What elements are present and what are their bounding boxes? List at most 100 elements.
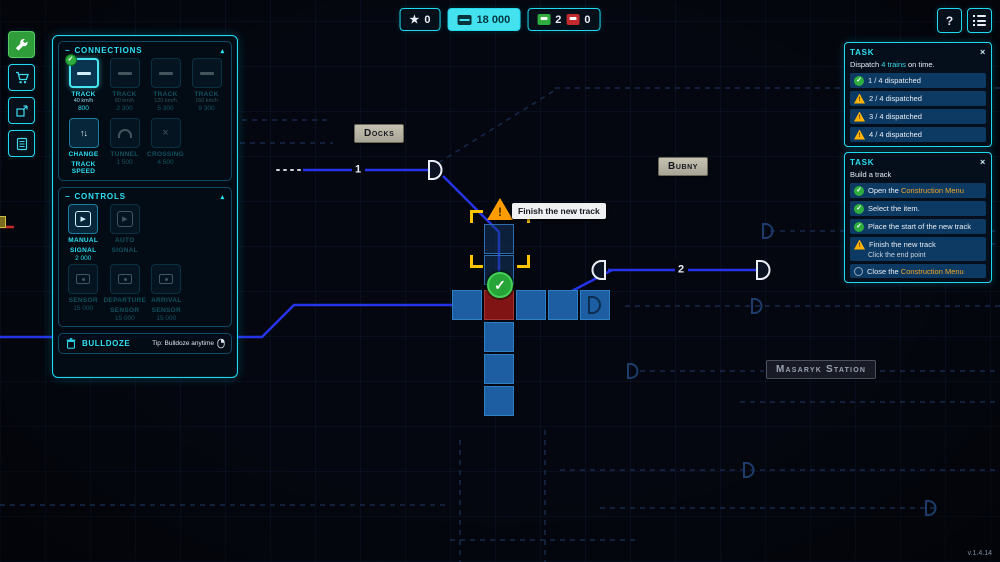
document-icon (16, 137, 27, 150)
stars-count: 0 (424, 13, 431, 26)
mouse-icon (217, 338, 225, 349)
menu-button[interactable] (967, 8, 992, 33)
track-cell[interactable] (484, 354, 514, 384)
track-icon (199, 71, 214, 75)
track-cell-ghost[interactable] (484, 224, 514, 254)
task-panel-build: TASK × Build a track ✓ Open the Construc… (844, 152, 992, 283)
item-departure-sensor[interactable]: Departure Sensor 15 000 (103, 264, 146, 324)
timetable-button[interactable] (8, 130, 35, 157)
sensor-icon (159, 274, 174, 284)
transform-button[interactable] (8, 97, 35, 124)
item-tunnel[interactable]: Tunnel 1 500 (104, 118, 145, 178)
edge-train-tag (0, 216, 6, 228)
bracket-corner (470, 255, 483, 268)
bracket-corner (517, 255, 530, 268)
cart-icon (15, 71, 29, 83)
warning-icon: ! (854, 111, 865, 122)
exit-marker-icon (588, 296, 601, 314)
item-manual-signal[interactable]: ▶ Manual Signal 2 000 (63, 204, 103, 264)
tunnel-icon (117, 128, 132, 138)
track-cell[interactable] (484, 322, 514, 352)
ontime-trains-count: 2 (555, 13, 562, 26)
track-cell[interactable] (548, 290, 578, 320)
track-cell-exit[interactable] (580, 290, 610, 320)
chevron-up-icon: ▴ (220, 193, 225, 201)
train-number-1: 1 (355, 164, 361, 176)
item-sensor[interactable]: Sensor 15 000 (63, 264, 103, 324)
item-arrival-sensor[interactable]: Arrival Sensor 15 000 (146, 264, 186, 324)
signal-icon: ▶ (75, 211, 92, 227)
pending-icon (854, 266, 863, 276)
bracket-corner (470, 210, 483, 223)
connections-title: Connections (74, 46, 143, 55)
stars-badge: ★ 0 (399, 8, 441, 31)
construction-menu-button[interactable] (8, 31, 35, 58)
menu-icon (973, 15, 986, 26)
station-exit-line2-left[interactable] (591, 260, 606, 280)
version-label: v.1.4.14 (967, 550, 992, 557)
close-icon[interactable]: × (979, 47, 986, 57)
train-number-2: 2 (678, 264, 684, 276)
track-icon (158, 71, 173, 75)
task-item: ✓ 1 / 4 dispatched (850, 73, 986, 88)
empty-slot (187, 204, 227, 264)
selected-check-icon: ✓ (64, 54, 77, 66)
controls-section: − Controls ▴ ▶ Manual Signal 2 000 ▶ Aut… (58, 187, 232, 327)
item-track-40[interactable]: ✓ Track 40 km/h 800 (63, 54, 104, 118)
task-item: ✓ Open the Construction Menu (850, 183, 986, 198)
task-panel-dispatch: TASK × Dispatch 4 trains on time. ✓ 1 / … (844, 42, 992, 147)
help-label: ? (945, 13, 954, 28)
track-cell[interactable] (516, 290, 546, 320)
close-icon[interactable]: × (979, 157, 986, 167)
item-auto-signal[interactable]: ▶ Auto Signal (103, 204, 146, 264)
check-icon: ✓ (854, 221, 864, 232)
item-track-120[interactable]: Track 120 km/h 5 300 (145, 58, 186, 118)
controls-header[interactable]: − Controls ▴ (63, 191, 227, 204)
collapse-icon: − (65, 192, 71, 201)
track-icon (76, 71, 91, 75)
bulldoze-label: Bulldoze (82, 339, 131, 348)
resize-icon (15, 104, 28, 117)
updown-arrows-icon: ↑↓ (80, 128, 88, 138)
wrench-icon (15, 38, 28, 51)
task-description: Dispatch 4 trains on time. (850, 60, 935, 69)
item-crossing[interactable]: × Crossing 4 500 (145, 118, 186, 178)
track-icon (117, 71, 132, 75)
track-cell[interactable] (484, 386, 514, 416)
bulldoze-bar[interactable]: Bulldoze Tip: Bulldoze anytime (58, 333, 232, 354)
track-cell[interactable] (452, 290, 482, 320)
train-label-halo (352, 161, 365, 175)
ontime-trains-icon (537, 14, 551, 25)
money-amount: 18 000 (476, 13, 511, 26)
chevron-up-icon: ▴ (220, 47, 225, 55)
station-exit-line2-right[interactable] (756, 260, 771, 280)
station-label-bubny: Bubny (658, 157, 709, 176)
help-button[interactable]: ? (937, 8, 962, 33)
trains-badge: 2 0 (527, 8, 601, 31)
empty-slot (187, 264, 227, 324)
item-track-160[interactable]: Track 160 km/h 9 300 (186, 58, 227, 118)
warning-icon: ! (854, 93, 865, 104)
task-item: Close the Construction Menu (850, 264, 986, 278)
task-item: ! 2 / 4 dispatched (850, 91, 986, 106)
item-track-80[interactable]: Track 80 km/h 2 300 (104, 58, 145, 118)
task-item: ! 3 / 4 dispatched (850, 109, 986, 124)
star-icon: ★ (409, 14, 420, 26)
controls-title: Controls (74, 192, 126, 201)
sensor-icon (117, 274, 132, 284)
connections-header[interactable]: − Connections ▴ (63, 45, 227, 58)
crossing-icon: × (162, 127, 169, 139)
shop-button[interactable] (8, 64, 35, 91)
bulldoze-tip: Tip: Bulldoze anytime (152, 338, 225, 349)
connections-section: − Connections ▴ ✓ Track 40 km/h 800 Trac… (58, 41, 232, 181)
money-icon (457, 14, 472, 25)
item-change-speed[interactable]: ↑↓ Change track speed (63, 118, 104, 178)
station-exit-line1[interactable] (428, 160, 443, 180)
empty-slot (186, 118, 227, 178)
construction-panel: − Connections ▴ ✓ Track 40 km/h 800 Trac… (52, 35, 238, 378)
task-title: TASK (850, 157, 875, 167)
top-hud: ★ 0 18 000 2 0 (399, 8, 601, 31)
check-icon: ✓ (854, 185, 864, 196)
